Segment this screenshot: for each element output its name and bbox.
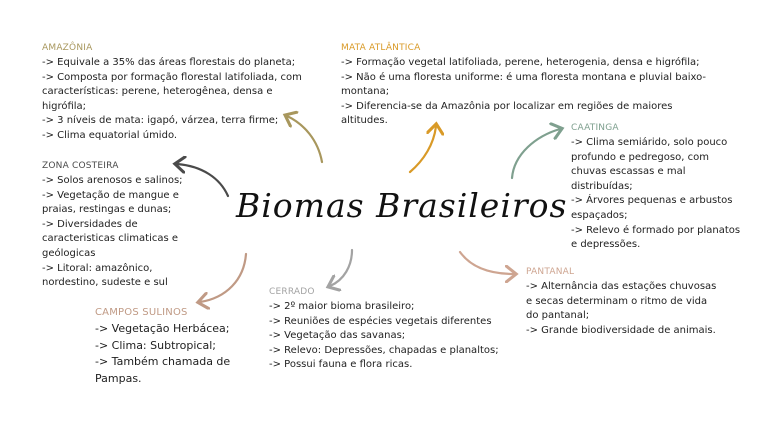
section-line: praias, restingas e dunas; [42, 204, 172, 216]
section-line: -> Não é uma floresta uniforme: é uma fl… [341, 71, 707, 83]
section-zona-costeira: ZONA COSTEIRA -> Solos arenosos e salino… [42, 160, 232, 291]
section-line: Pampas. [95, 371, 142, 385]
section-line: chuvas escassas e mal [571, 166, 686, 178]
section-line: -> Composta por formação florestal latif… [42, 71, 302, 83]
section-heading: PANTANAL [526, 267, 575, 277]
section-line: montana; [341, 86, 390, 98]
section-line: espaçados; [571, 209, 628, 221]
section-heading: ZONA COSTEIRA [42, 161, 119, 171]
section-line: -> Árvores pequenas e arbustos [571, 195, 733, 207]
section-line: distribuídas; [571, 180, 633, 192]
section-line: -> Relevo: Depressões, chapadas e planal… [269, 344, 499, 356]
section-line: -> Litoral: amazônico, [42, 262, 153, 274]
section-line: -> Clima equatorial úmido. [42, 129, 178, 141]
section-line: higrófila; [42, 100, 87, 112]
section-line: -> Vegetação de mangue e [42, 189, 179, 201]
section-line: -> 2º maior bioma brasileiro; [269, 301, 415, 312]
section-line: -> Relevo é formado por planatos [571, 224, 741, 236]
section-line: -> Diversidades de [42, 218, 138, 230]
section-line: do pantanal; [526, 310, 590, 322]
section-lines: -> Solos arenosos e salinos; -> Vegetação… [42, 174, 232, 291]
section-heading: CAATINGA [571, 123, 619, 133]
arrow-amazonia [287, 116, 324, 164]
arrow-caatinga [510, 129, 560, 180]
arrow-pantanal [458, 250, 514, 274]
section-line: -> Reuniões de espécies vegetais diferen… [269, 315, 492, 327]
diagram-title: Biomas Brasileiros [236, 186, 568, 225]
section-line: -> 3 níveis de mata: igapó, várzea, terr… [42, 115, 279, 127]
section-line: caracteristicas climaticas e [42, 233, 179, 245]
section-line: e secas determinam o ritmo de vida [526, 295, 708, 307]
section-line: -> Equivale a 35% das áreas florestais d… [42, 57, 296, 68]
section-lines: -> Alternância das estações chuvosas e se… [526, 280, 756, 338]
arrow-cerrado [330, 248, 354, 286]
section-line: -> Clima: Subtropical; [95, 338, 216, 352]
section-heading: AMAZÔNIA [42, 43, 93, 53]
section-lines: -> Formação vegetal latifoliada, perene,… [341, 56, 731, 129]
section-line: -> Formação vegetal latifoliada, perene,… [341, 57, 700, 68]
section-lines: -> Clima semiárido, solo pouco profundo e… [571, 136, 761, 253]
section-line: -> Vegetação das savanas; [269, 330, 406, 342]
section-line: -> Alternância das estações chuvosas [526, 281, 717, 292]
section-line: características: perene, heterogênea, de… [42, 86, 273, 98]
section-pantanal: PANTANAL -> Alternância das estações chu… [526, 266, 756, 338]
section-line: -> Possui fauna e flora ricas. [269, 359, 413, 371]
section-amazonia: AMAZÔNIA -> Equivale a 35% das áreas flo… [42, 42, 322, 144]
section-line: -> Grande biodiversidade de animais. [526, 324, 716, 336]
section-line: -> Diferencia-se da Amazônia por localiz… [341, 100, 673, 112]
section-lines: -> 2º maior bioma brasileiro; -> Reuniões… [269, 300, 529, 373]
arrow-campos-sulinos [200, 252, 248, 302]
section-line: altitudes. [341, 115, 388, 127]
section-campos-sulinos: CAMPOS SULINOS -> Vegetação Herbácea;-> … [95, 307, 255, 387]
section-line: -> Também chamada de [95, 355, 231, 368]
section-mata-atlantica: MATA ATLÂNTICA -> Formação vegetal latif… [341, 42, 731, 129]
section-heading: CAMPOS SULINOS [95, 307, 188, 318]
section-line: profundo e pedregoso, com [571, 151, 709, 163]
section-caatinga: CAATINGA -> Clima semiárido, solo pouco p… [571, 122, 761, 253]
section-line: -> Solos arenosos e salinos; [42, 175, 183, 186]
section-lines: -> Vegetação Herbácea; -> Clima: Subtropi… [95, 321, 255, 387]
section-line: geólogicas [42, 247, 96, 259]
section-line: e depressões. [571, 239, 641, 251]
section-line: -> Vegetação Herbácea; [95, 322, 230, 335]
section-cerrado: CERRADO -> 2º maior bioma brasileiro;-> … [269, 286, 529, 373]
arrow-mata-atlantica [408, 126, 436, 174]
section-line: nordestino, sudeste e sul [42, 277, 168, 289]
section-line: -> Clima semiárido, solo pouco [571, 137, 728, 148]
section-lines: -> Equivale a 35% das áreas florestais d… [42, 56, 322, 144]
section-heading: CERRADO [269, 287, 315, 297]
section-heading: MATA ATLÂNTICA [341, 43, 421, 53]
arrow-zona-costeira [177, 164, 230, 198]
